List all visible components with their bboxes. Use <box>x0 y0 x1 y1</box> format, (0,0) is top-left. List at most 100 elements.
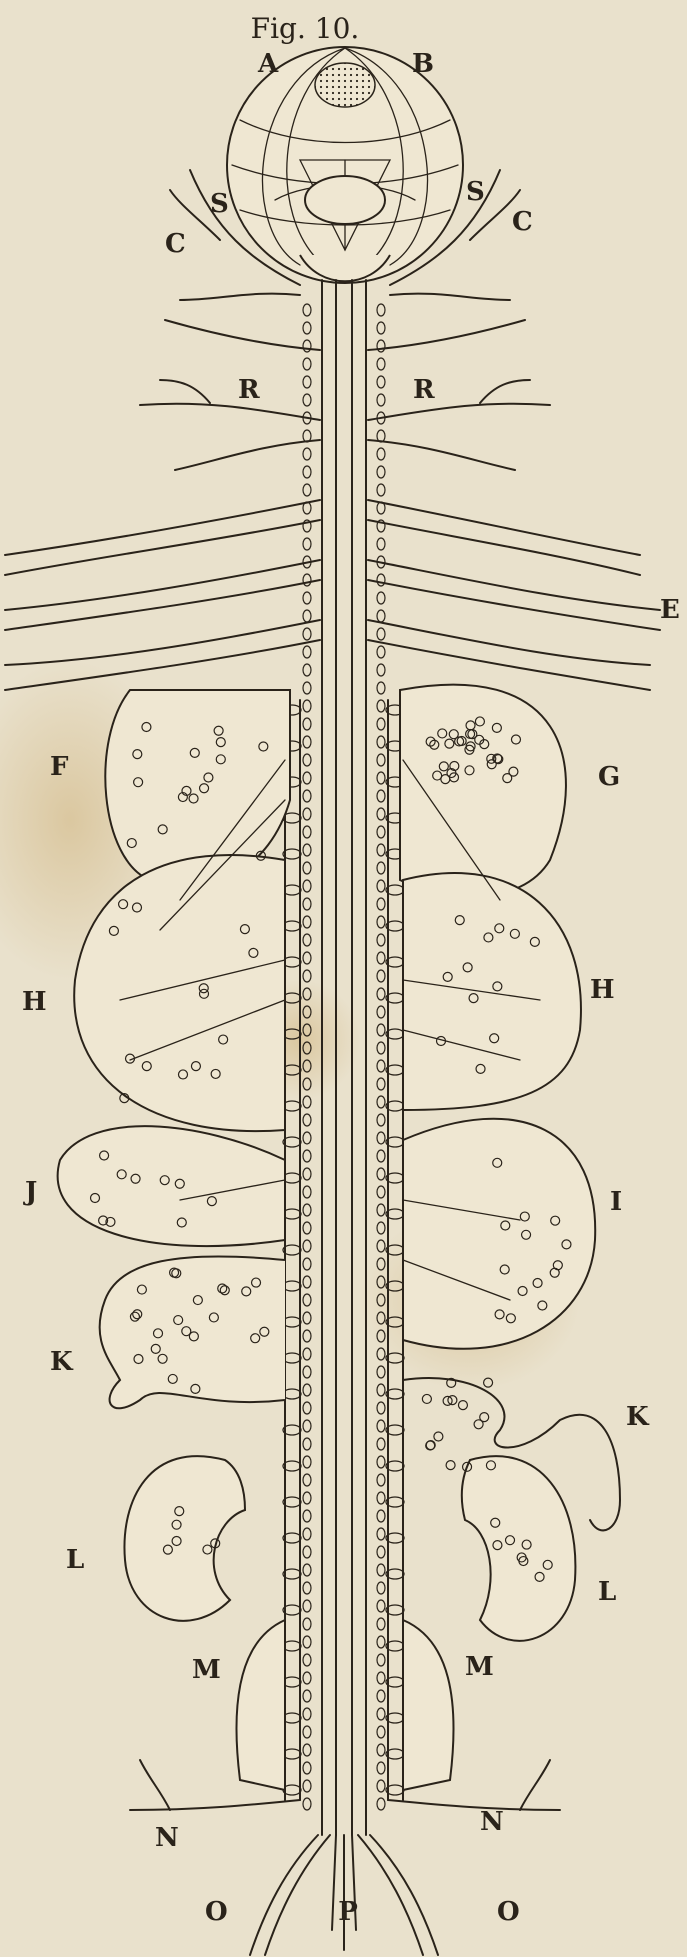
ganglion-bead <box>303 1312 311 1324</box>
ganglion-bead <box>303 322 311 334</box>
label-C-right: C <box>512 207 533 237</box>
ganglion-bead <box>377 1168 385 1180</box>
ganglion-bead <box>377 1546 385 1558</box>
ganglion-bead <box>303 1222 311 1234</box>
ganglion-bead <box>377 448 385 460</box>
ganglion-bead <box>377 970 385 982</box>
ganglion-bead <box>303 718 311 730</box>
ganglion-bead <box>377 1780 385 1792</box>
ganglion-bead <box>303 700 311 712</box>
ganglion-bead <box>303 1510 311 1522</box>
ganglion-bead <box>303 1168 311 1180</box>
ganglion-bead <box>377 1654 385 1666</box>
ganglion-bead <box>377 376 385 388</box>
ganglion-bead <box>377 1384 385 1396</box>
ganglia-chain-right <box>377 304 385 1810</box>
ganglion-bead <box>377 322 385 334</box>
organ-cell <box>458 1401 467 1410</box>
ganglion-bead <box>303 304 311 316</box>
ganglion-bead <box>377 736 385 748</box>
ganglion-bead <box>377 304 385 316</box>
ganglion-bead <box>303 1204 311 1216</box>
ganglion-bead <box>303 880 311 892</box>
ganglion-bead <box>377 1204 385 1216</box>
ganglion-bead <box>303 1456 311 1468</box>
label-R-left: R <box>238 375 260 405</box>
label-H-left: H <box>22 987 47 1017</box>
ganglion-bead <box>303 1258 311 1270</box>
label-R-right: R <box>413 375 435 405</box>
label-C-left: C <box>165 229 186 259</box>
organ-M <box>236 1620 453 1790</box>
label-F: F <box>50 752 69 782</box>
upper-nerve-branches <box>140 320 550 470</box>
ganglion-bead <box>377 880 385 892</box>
ganglion-bead <box>377 1114 385 1126</box>
label-S-right: S <box>466 177 485 207</box>
ganglion-bead <box>303 970 311 982</box>
ganglion-bead <box>377 1420 385 1432</box>
ganglion-bead <box>377 952 385 964</box>
ganglion-bead <box>303 1780 311 1792</box>
ganglion-bead <box>303 394 311 406</box>
brain <box>227 47 463 283</box>
ganglion-bead <box>377 1510 385 1522</box>
ganglion-bead <box>303 1564 311 1576</box>
label-H-right: H <box>590 975 615 1005</box>
ganglion-bead <box>303 1240 311 1252</box>
ganglion-bead <box>377 646 385 658</box>
organ-cell <box>422 1394 431 1403</box>
ganglion-bead <box>377 1708 385 1720</box>
label-N-left: N <box>155 1823 179 1853</box>
ganglion-bead <box>377 1600 385 1612</box>
ganglion-bead <box>377 538 385 550</box>
ganglion-bead <box>303 538 311 550</box>
ganglion-bead <box>303 1636 311 1648</box>
label-P: P <box>338 1897 358 1927</box>
ganglion-bead <box>303 1294 311 1306</box>
ganglion-bead <box>377 988 385 1000</box>
ganglion-bead <box>303 448 311 460</box>
label-E: E <box>660 595 680 625</box>
ganglion-bead <box>377 1150 385 1162</box>
ganglion-bead <box>303 772 311 784</box>
ganglion-bead <box>377 862 385 874</box>
ganglion-bead <box>377 1762 385 1774</box>
ganglion-bead <box>377 1618 385 1630</box>
ganglion-bead <box>303 664 311 676</box>
ganglion-bead <box>303 1582 311 1594</box>
organ-cell <box>426 1441 435 1450</box>
ganglion-bead <box>377 1186 385 1198</box>
ganglion-bead <box>303 1492 311 1504</box>
ganglion-bead <box>303 1402 311 1414</box>
ganglion-bead <box>303 1384 311 1396</box>
ganglion-bead <box>377 718 385 730</box>
ganglion-bead <box>303 1420 311 1432</box>
ganglion-bead <box>303 1132 311 1144</box>
ganglion-bead <box>303 340 311 352</box>
ganglion-bead <box>303 646 311 658</box>
label-O-left: O <box>205 1897 228 1927</box>
ganglion-bead <box>377 1006 385 1018</box>
ganglion-bead <box>303 574 311 586</box>
ganglion-bead <box>377 682 385 694</box>
ganglion-bead <box>303 1618 311 1630</box>
ganglion-bead <box>303 934 311 946</box>
ganglion-bead <box>303 862 311 874</box>
ganglion-bead <box>377 1222 385 1234</box>
ganglion-bead <box>377 790 385 802</box>
label-K-right: K <box>626 1402 650 1432</box>
ganglion-bead <box>303 790 311 802</box>
label-S-left: S <box>210 189 229 219</box>
ganglion-bead <box>303 952 311 964</box>
organ-cell <box>446 1461 455 1470</box>
ganglion-bead <box>303 628 311 640</box>
ganglion-bead <box>303 1330 311 1342</box>
ganglion-bead <box>377 1528 385 1540</box>
ganglion-bead <box>377 826 385 838</box>
ganglion-bead <box>377 1096 385 1108</box>
ganglion-bead <box>303 916 311 928</box>
organ-cell <box>480 1413 489 1422</box>
